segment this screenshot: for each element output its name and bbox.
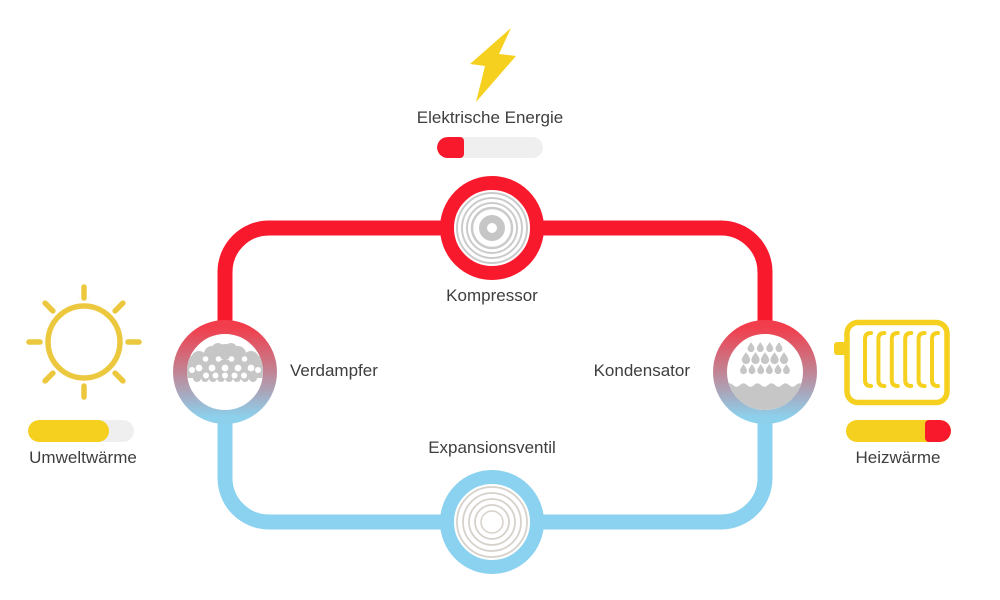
heating-heat-gauge — [846, 420, 951, 442]
ambient-heat-gauge — [28, 420, 134, 442]
expansionsventil-spiral-icon — [456, 486, 528, 558]
electric-energy-label: Elektrische Energie — [416, 108, 564, 127]
heating-heat-label: Heizwärme — [855, 448, 941, 467]
kompressor-spiral-icon — [456, 192, 528, 264]
expansionsventil-node-ring — [440, 470, 544, 574]
kompressor-label: Kompressor — [446, 286, 538, 305]
expansionsventil-label: Expansionsventil — [428, 438, 556, 457]
lightning-bolt-icon — [470, 28, 516, 102]
radiator-valve-knob — [834, 342, 848, 355]
electric-energy-gauge-fill — [437, 137, 464, 158]
ambient-heat-gauge-fill — [28, 420, 109, 442]
sun-disc — [45, 303, 123, 381]
electric-energy-gauge — [437, 137, 543, 158]
sun-icon — [26, 284, 142, 400]
radiator-fins — [863, 331, 940, 388]
lightning-bolt-shape — [470, 28, 516, 102]
radiator-body — [844, 319, 950, 406]
radiator-icon — [834, 319, 950, 406]
kondensator-label: Kondensator — [593, 361, 690, 380]
verdampfer-label: Verdampfer — [290, 361, 378, 380]
heating-heat-gauge-tip — [925, 420, 951, 442]
sun-rays — [26, 284, 142, 400]
ambient-heat-label: Umweltwärme — [29, 448, 137, 467]
